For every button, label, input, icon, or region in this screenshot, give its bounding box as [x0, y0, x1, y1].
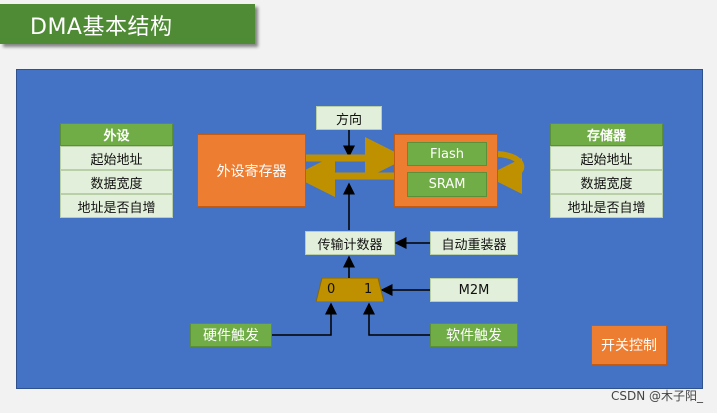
title-bar: DMA基本结构: [0, 4, 255, 44]
mux-selector: [316, 278, 384, 302]
page-title: DMA基本结构: [30, 15, 173, 40]
sram-box: SRAM: [407, 172, 487, 197]
memory-row-data-width: 数据宽度: [550, 170, 663, 194]
peripheral-row-data-width: 数据宽度: [60, 170, 173, 194]
memory-row-address-increment: 地址是否自增: [550, 194, 663, 218]
switch-control-box: 开关控制: [591, 325, 667, 365]
peripheral-row-address-increment: 地址是否自增: [60, 194, 173, 218]
credit-watermark: CSDN @木子阳_: [610, 389, 703, 403]
memory-row-start-address: 起始地址: [550, 146, 663, 170]
auto-reload-box: 自动重装器: [430, 231, 518, 255]
direction-box: 方向: [316, 106, 382, 130]
hardware-trigger-box: 硬件触发: [190, 323, 272, 347]
memory-header: 存储器: [550, 123, 663, 146]
peripheral-header: 外设: [60, 123, 173, 146]
transfer-counter-box: 传输计数器: [305, 231, 395, 255]
flash-box: Flash: [407, 142, 487, 166]
m2m-box: M2M: [430, 278, 518, 302]
software-trigger-box: 软件触发: [430, 323, 518, 347]
mux-input-1-label: 1: [364, 282, 373, 297]
peripheral-row-start-address: 起始地址: [60, 146, 173, 170]
mux-input-0-label: 0: [327, 282, 336, 297]
peripheral-register-box: 外设寄存器: [197, 134, 306, 207]
